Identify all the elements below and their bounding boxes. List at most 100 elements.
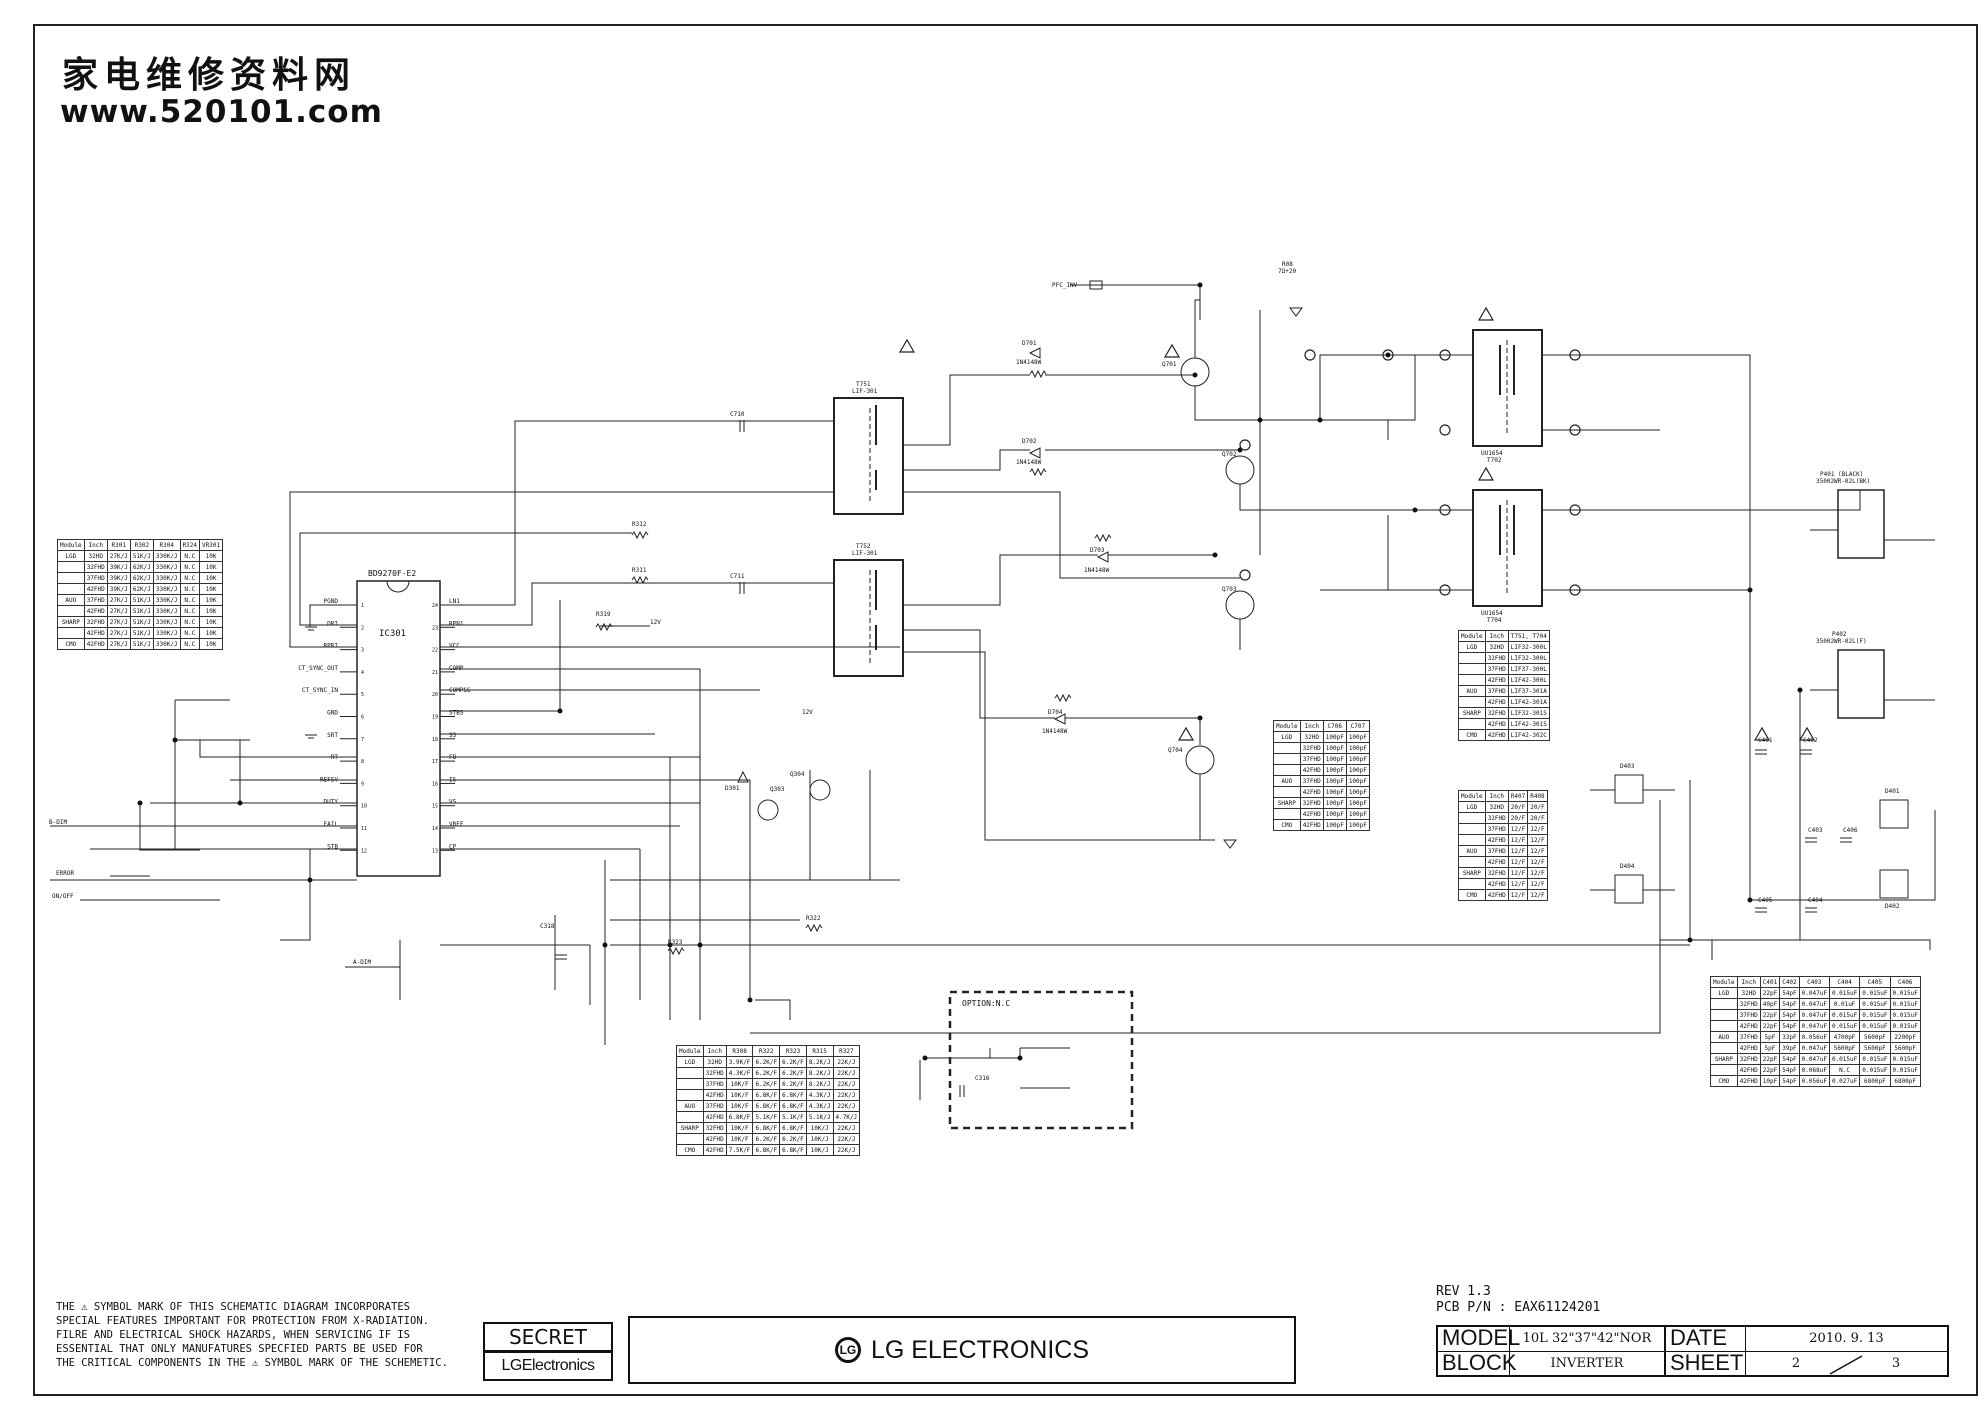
model-value: 10L 32"37"42"NOR — [1510, 1327, 1666, 1352]
table-cell: 22K/J — [832, 1144, 861, 1156]
table-cell: 0.047uF — [1798, 1020, 1830, 1032]
table-cell: N.C — [179, 627, 201, 639]
title-block: MODEL 10L 32"37"42"NOR DATE 2010. 9. 13 … — [1436, 1325, 1949, 1377]
transformer-t702: UU1654 T702 — [1472, 329, 1543, 464]
table-cell: 330K/J — [152, 550, 181, 562]
ic-pin-number: 12 — [361, 848, 367, 854]
table-cell: 22K/J — [832, 1067, 861, 1079]
table-cell: 5600pF — [1889, 1042, 1921, 1054]
table-cell: 42FHD — [1484, 856, 1509, 868]
table-cell — [1458, 696, 1486, 708]
table-cell: 10pF — [1759, 1075, 1781, 1087]
table-cell: 27K/J — [106, 638, 131, 650]
table-cell: 22pF — [1759, 1009, 1781, 1021]
ic-pin-number: 24 — [432, 603, 438, 609]
table-cell: 32FHD — [1299, 742, 1324, 754]
table-cell: 10K — [199, 638, 224, 650]
diode-d402 — [1879, 869, 1909, 899]
table-cell: 6.8K/F — [752, 1089, 781, 1101]
table-cell: 37FHD — [1299, 775, 1324, 787]
table-cell: 0.027uF — [1828, 1075, 1861, 1087]
table-cell: 0.015uF — [1859, 987, 1891, 999]
table-header: R408 — [1527, 790, 1548, 802]
ic-pin-label: VCC — [449, 643, 460, 650]
table-cell: 42FHD — [1736, 1064, 1761, 1076]
table-cell — [1273, 742, 1301, 754]
table-cell: 51K/J — [129, 605, 154, 617]
sheet-slash — [1829, 1355, 1863, 1375]
svg-text:C318: C318 — [540, 923, 555, 930]
resistor-r322: R322 — [806, 915, 821, 922]
table-cell — [676, 1078, 704, 1090]
table-cell: 32FHD — [1484, 867, 1509, 879]
block-label: BLOCK — [1438, 1352, 1517, 1377]
table-cell: 10K/F — [725, 1089, 754, 1101]
table-cell — [57, 572, 85, 584]
table-cell: 42FHD — [83, 583, 108, 595]
table-cell: 0.015uF — [1889, 998, 1921, 1010]
table-cell: N.C — [179, 638, 201, 650]
table-cell: 100pF — [1345, 819, 1370, 831]
table-cell: 10K/F — [725, 1100, 754, 1112]
table-cell: 10K/J — [805, 1144, 834, 1156]
table-cell: N.C — [1828, 1064, 1861, 1076]
ic-pin-label: STBS — [449, 710, 464, 717]
signal-on-off: ON/OFF — [52, 893, 74, 900]
table-cell: 100pF — [1322, 731, 1347, 743]
table-cell: 7.5K/F — [725, 1144, 754, 1156]
table-cell: 0.015uF — [1859, 1009, 1891, 1021]
table-cell: 27K/J — [106, 594, 131, 606]
table-header: C406 — [1889, 976, 1921, 988]
table-cell: 22K/J — [832, 1078, 861, 1090]
ic-pin-number: 13 — [432, 848, 438, 854]
table-cell: 6800pF — [1889, 1075, 1921, 1087]
table-cell: 100pF — [1322, 819, 1347, 831]
table-cell: 32FHD — [1484, 707, 1509, 719]
svg-text:P402: P402 — [1832, 631, 1847, 638]
table-cell: 0.015uF — [1889, 1064, 1921, 1076]
table-cell: 51K/J — [129, 627, 154, 639]
table-cell: 54pF — [1779, 1020, 1800, 1032]
svg-text:UU1654: UU1654 — [1481, 610, 1503, 617]
table-cell: N.C — [179, 550, 201, 562]
svg-text:D704: D704 — [1048, 709, 1063, 716]
table-cell: 20/F — [1527, 801, 1548, 813]
svg-text:D702: D702 — [1022, 438, 1037, 445]
table-header: T751, T704 — [1507, 630, 1550, 642]
table-cell: 20/F — [1507, 801, 1529, 813]
table-cell: 6.8K/F — [779, 1100, 807, 1112]
table-header: C403 — [1798, 976, 1830, 988]
ic-pin-number: 1 — [361, 603, 364, 609]
ic-pin-number: 11 — [361, 826, 367, 832]
table-cell: 5.1K/J — [805, 1111, 834, 1123]
table-cell: 0.015uF — [1889, 1020, 1921, 1032]
svg-text:Q701: Q701 — [1162, 361, 1177, 368]
table-cell: 330K/J — [152, 605, 181, 617]
signal-b-dim: B-DIM — [49, 819, 67, 826]
test-point — [1239, 349, 1581, 596]
table-cell: 32HD — [1736, 987, 1761, 999]
table-cell: SHARP — [676, 1122, 704, 1134]
table-cell: 37FHD — [702, 1078, 727, 1090]
ic-pin-label: RT — [331, 754, 339, 761]
table-cell: 3.9K/F — [725, 1056, 754, 1068]
table-cell: 8.2K/J — [805, 1056, 834, 1068]
label-12v-b: 12V — [802, 709, 813, 716]
table-cell: 6.8K/F — [725, 1111, 754, 1123]
